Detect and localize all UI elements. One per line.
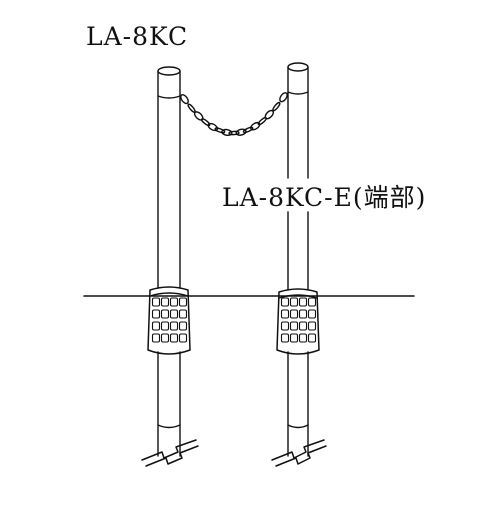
collar-hole	[280, 297, 290, 307]
collar-hole	[160, 309, 170, 319]
collar-hole	[280, 309, 290, 319]
collar-hole	[169, 321, 179, 331]
chain-link	[200, 118, 211, 127]
collar-hole	[169, 309, 179, 319]
post-left	[141, 66, 199, 467]
model-label-main: LA-8KC	[86, 22, 189, 51]
collar-hole	[298, 333, 308, 343]
chain-link	[207, 122, 219, 132]
chain-link	[214, 127, 226, 134]
collar-hole	[307, 333, 317, 343]
model-label-end: LA-8KC-E(端部)	[222, 183, 427, 212]
chain-link	[235, 128, 247, 136]
chain-link	[187, 103, 196, 113]
collar-hole	[178, 321, 188, 331]
chain-link	[193, 111, 204, 121]
collar-hole	[160, 297, 170, 307]
collar-hole	[151, 333, 161, 343]
collar-hole	[169, 333, 179, 343]
break-mark-icon	[271, 439, 325, 461]
collar-hole	[307, 309, 317, 319]
post-right-collar	[276, 288, 320, 355]
collar-hole	[289, 333, 299, 343]
collar-hole	[178, 333, 188, 343]
post-left-collar	[147, 286, 191, 355]
chain-link	[180, 94, 189, 105]
collar-hole	[298, 321, 308, 331]
chain-link	[221, 128, 233, 136]
collar-hole	[298, 297, 308, 307]
chain-link	[272, 101, 281, 112]
collar-hole	[160, 333, 170, 343]
collar-hole	[298, 309, 308, 319]
post-right-cap	[287, 62, 309, 72]
collar-hole	[280, 321, 290, 331]
break-mark-icon	[141, 439, 197, 461]
collar-hole	[289, 321, 299, 331]
chain-link	[264, 109, 275, 120]
chain-icon	[180, 92, 288, 136]
chain-link	[279, 92, 288, 103]
collar-hole	[178, 309, 188, 319]
collar-hole	[289, 309, 299, 319]
chain-link	[242, 126, 254, 134]
collar-holes	[280, 297, 317, 343]
collar-hole	[151, 321, 161, 331]
collar-hole	[289, 297, 299, 307]
chain-link	[228, 130, 240, 136]
collar-hole	[151, 297, 161, 307]
collar-hole	[178, 297, 188, 307]
collar-hole	[151, 309, 161, 319]
chain-link	[250, 121, 261, 131]
collar-hole	[307, 297, 317, 307]
collar-hole	[280, 333, 290, 343]
collar-hole	[307, 321, 317, 331]
collar-hole	[160, 321, 170, 331]
collar-holes	[151, 297, 188, 343]
post-right	[271, 62, 327, 467]
post-left-cap	[157, 66, 181, 76]
collar-hole	[169, 297, 179, 307]
